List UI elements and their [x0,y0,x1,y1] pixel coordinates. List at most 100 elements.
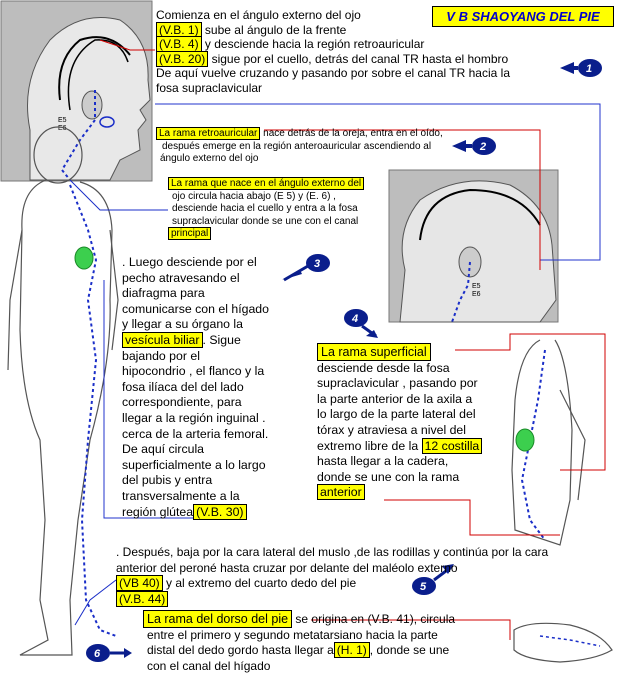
head-1-label-e5: E5 [58,117,67,124]
head-1-ear-loop [99,116,115,128]
p4-vb30: (V.B. 30) [193,503,247,520]
p7-line-2: entre el primero y segundo metatarsiano … [147,627,438,642]
p4-line-11: llegar a la región inguinal . [122,410,266,425]
p5-line-6: tórax y atraviesa a nivel del [317,422,467,437]
p4-line-17: región glútea(V.B. 30) [122,503,292,521]
connector-p2 [264,129,541,270]
p3-line-4: supraclavicular donde se une con el cana… [172,215,359,227]
p4-line-4: comunicarse con el hígado [122,301,269,316]
p4-line-15: del pubis y entra [122,473,213,488]
p5-line-4: la parte anterior de la axila a [317,391,473,406]
body-figure-left [7,126,119,656]
head-1-label-e6: E6 [58,125,67,132]
badge-6: 6 [86,644,132,662]
badge-3: 3 [282,254,330,282]
p4-line-16: transversalmente a la [122,488,240,503]
paragraph-5: La rama superficial desciende desde la f… [317,343,507,501]
p4-line-17-text: región glútea [122,504,194,519]
head-1-meridian [60,90,96,181]
paragraph-2: La rama retroauricular nace detrás de la… [156,127,456,166]
svg-text:6: 6 [94,648,101,660]
p4-line-6-text: . Sigue [202,332,241,347]
p4-line-14: superficialmente a lo largo [122,457,266,472]
p6-line-3-text: y al extremo del cuarto dedo del pie [162,576,357,590]
connector-p1 [155,103,601,261]
badge-1: 1 [560,59,602,77]
p3-principal: principal [168,227,212,241]
p1-line-5: De aquí vuelve cruzando y pasando por so… [156,66,510,80]
svg-text:1: 1 [586,63,592,75]
badge-2: 2 [452,137,496,155]
p4-line-6: vesícula biliar. Sigue [122,331,292,349]
p1-vb20: (V.B. 20) [156,50,209,67]
body-right-meridian [520,349,546,541]
paragraph-1: Comienza en el ángulo externo del ojo (V… [156,8,581,95]
head-2-silhouette [399,180,557,323]
p2-line-3: ángulo externo del ojo [160,153,259,164]
p1-line-2: (V.B. 1) sube al ángulo de la frente [156,21,581,38]
p4-line-7: bajando por el [122,348,200,363]
title-text: V B SHAOYANG DEL PIE [446,9,600,24]
p1-line-4-text: sigue por el cuello, detrás del canal TR… [208,51,509,66]
p7-line-1-text: se origina en (V.B. 41), circula [292,612,456,626]
p6-line-3: (VB 40) y al extremo del cuarto dedo del… [116,575,616,592]
svg-text:4: 4 [351,313,358,325]
p1-line-3-text: y desciende hacia la región retroauricul… [201,37,425,51]
svg-text:3: 3 [314,258,320,270]
p5-line-5: lo largo de la parte lateral del [317,407,476,422]
p4-line-10: correspondiente, para [122,395,242,410]
p3-line-2: ojo circula hacia abajo (E 5) y (E. 6) , [172,190,336,202]
p4-line-8: hipocondrio , el flanco y la [122,364,265,379]
p1-line-4: (V.B. 20) sigue por el cuello, detrás de… [156,50,581,67]
p2-line-1: La rama retroauricular nace detrás de la… [156,127,456,141]
p1-line-6: fosa supraclavicular [156,80,263,95]
connector-p6 [74,579,117,626]
p4-line-13: De aquí circula [122,442,205,457]
p2-highlight: La rama retroauricular [156,127,261,140]
paragraph-3: La rama que nace en el ángulo externo de… [168,177,388,241]
head-2-label-e5: E5 [472,283,481,290]
p5-line-1: La rama superficial [317,343,507,361]
head-1-silhouette [27,17,151,181]
connector-p3 [69,179,168,211]
paragraph-7: La rama del dorso del pie se origina en … [143,610,523,674]
p4-line-5: y llegar a su órgano la [122,317,243,332]
p1-line-2-text: sube al ángulo de la frente [201,22,347,37]
p6-vb40: (VB 40) [116,575,163,591]
head-2-meridian [451,261,471,323]
p5-line-3: supraclavicular , pasando por [317,376,478,391]
p6-line-1: . Después, baja por la cara lateral del … [116,545,549,559]
p3-line-5: principal [168,227,388,241]
p3-highlight: La rama que nace en el ángulo externo de… [168,177,365,190]
connector-p5 [455,333,606,471]
badge-4: 4 [344,309,378,338]
p1-vb1: (V.B. 1) [156,21,202,38]
p5-line-7: extremo libre de la 12 costilla [317,437,507,455]
body-figure-right [511,339,586,546]
foot-meridian [539,635,601,647]
p6-line-4: (V.B. 44) [116,590,616,608]
p4-line-2: pecho atravesando el [122,270,240,285]
p5-line-8: hasta llegar a la cadera, [317,454,449,469]
p7-line-1: La rama del dorso del pie se origina en … [143,610,523,628]
p6-vb44: (V.B. 44) [116,590,169,607]
head-2-label-e6: E6 [472,291,481,298]
svg-text:5: 5 [420,581,427,593]
p2-line-1-text: nace detrás de la oreja, entra en el oíd… [260,128,443,139]
p4-line-1: . Luego desciende por el [122,255,257,269]
p1-line-1: Comienza en el ángulo externo del ojo [156,8,361,22]
paragraph-4: . Luego desciende por el pecho atravesan… [122,255,292,520]
svg-text:2: 2 [479,141,486,153]
p5-line-10: anterior [317,484,507,501]
p5-line-2: desciende desde la fosa [317,360,450,375]
p4-line-3: diafragma para [122,286,205,301]
p5-line-9: donde se une con la rama [317,469,460,484]
p7-rama-dorso: La rama del dorso del pie [143,610,293,628]
p6-line-2: anterior del peroné hasta cruzar por del… [116,560,458,575]
connector-vb1 [99,39,155,51]
paragraph-6: . Después, baja por la cara lateral del … [116,545,616,607]
p7-line-3-tail: , donde se une [369,643,450,658]
p7-line-4: con el canal del hígado [147,658,271,673]
p1-line-3: (V.B. 4) y desciende hacia la región ret… [156,36,581,52]
